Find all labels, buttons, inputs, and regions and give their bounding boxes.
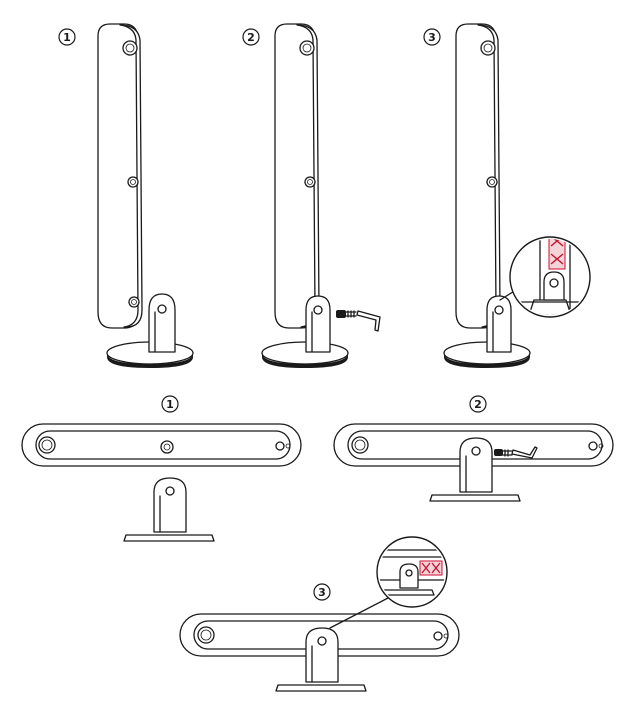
stand-icon bbox=[123, 477, 215, 542]
speaker-icon bbox=[97, 23, 143, 329]
step-label-horizontal-1: 1 bbox=[161, 395, 179, 413]
svg-text:2: 2 bbox=[474, 398, 482, 411]
speaker-icon bbox=[455, 23, 501, 329]
stand-icon bbox=[106, 293, 194, 368]
vertical-step-3 bbox=[443, 23, 591, 368]
svg-text:1: 1 bbox=[63, 31, 71, 44]
stand-icon bbox=[443, 295, 531, 368]
stand-icon bbox=[429, 437, 521, 502]
step-label-vertical-3: 3 bbox=[423, 28, 441, 46]
speaker-icon bbox=[274, 23, 320, 329]
svg-text:1: 1 bbox=[166, 398, 174, 411]
step-label-vertical-1: 1 bbox=[58, 28, 76, 46]
speaker-icon bbox=[21, 423, 302, 467]
screw-icon bbox=[494, 449, 513, 457]
horizontal-step-1 bbox=[21, 423, 302, 542]
allen-key-icon bbox=[356, 310, 381, 332]
svg-text:3: 3 bbox=[428, 31, 436, 44]
stand-icon bbox=[261, 295, 349, 368]
magnifier-detail-icon bbox=[329, 536, 448, 629]
svg-text:2: 2 bbox=[247, 31, 255, 44]
allen-key-icon bbox=[511, 446, 538, 459]
svg-text:3: 3 bbox=[318, 586, 326, 599]
horizontal-step-3 bbox=[179, 536, 460, 692]
vertical-step-2 bbox=[261, 23, 381, 368]
screw-icon bbox=[336, 310, 357, 318]
stand-icon bbox=[275, 627, 367, 692]
magnifier-detail-icon bbox=[499, 236, 591, 318]
horizontal-step-2 bbox=[333, 423, 614, 502]
step-label-horizontal-3: 3 bbox=[313, 583, 331, 601]
step-label-vertical-2: 2 bbox=[242, 28, 260, 46]
vertical-step-1 bbox=[97, 23, 194, 368]
step-label-horizontal-2: 2 bbox=[469, 395, 487, 413]
